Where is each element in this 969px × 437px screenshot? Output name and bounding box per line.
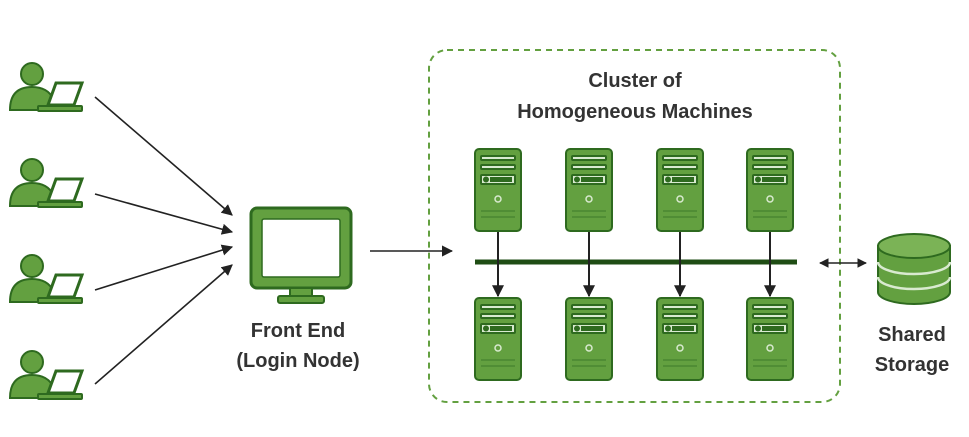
arrow-user-1-to-front-end	[94, 96, 233, 216]
user-laptop-icon	[8, 157, 84, 209]
arrow-user-4-to-front-end	[94, 264, 233, 385]
users-group	[8, 61, 84, 401]
user-laptop-icon	[8, 349, 84, 401]
server-tower-icon	[474, 297, 522, 381]
cluster-title-line-2: Homogeneous Machines	[517, 101, 753, 123]
arrow-user-2-to-front-end	[94, 193, 234, 235]
arrow-user-3-to-front-end	[94, 244, 234, 291]
front-end-label-line-1: Front End	[250, 320, 346, 342]
server-tower-icon	[565, 297, 613, 381]
cluster-interconnect	[475, 232, 797, 298]
front-end-label-line-2: (Login Node)	[236, 350, 360, 372]
server-tower-icon	[474, 148, 522, 232]
cluster-boundary	[428, 49, 841, 403]
cluster-title: Cluster of Homogeneous Machines	[480, 66, 790, 128]
server-tower-icon	[656, 148, 704, 232]
front-end-label: Front End (Login Node)	[218, 316, 378, 376]
storage-label-line-1: Shared	[878, 324, 946, 346]
user-laptop-icon	[8, 253, 84, 305]
user-laptop-icon	[8, 61, 84, 113]
server-tower-icon	[656, 297, 704, 381]
storage-label-line-2: Storage	[874, 354, 950, 376]
user-arrows	[94, 96, 234, 385]
server-tower-icon	[565, 148, 613, 232]
storage-label: Shared Storage	[852, 320, 969, 380]
database-icon	[876, 233, 952, 305]
server-tower-icon	[746, 297, 794, 381]
cluster-title-line-1: Cluster of	[588, 70, 682, 92]
monitor-icon	[249, 206, 353, 304]
server-tower-icon	[746, 148, 794, 232]
